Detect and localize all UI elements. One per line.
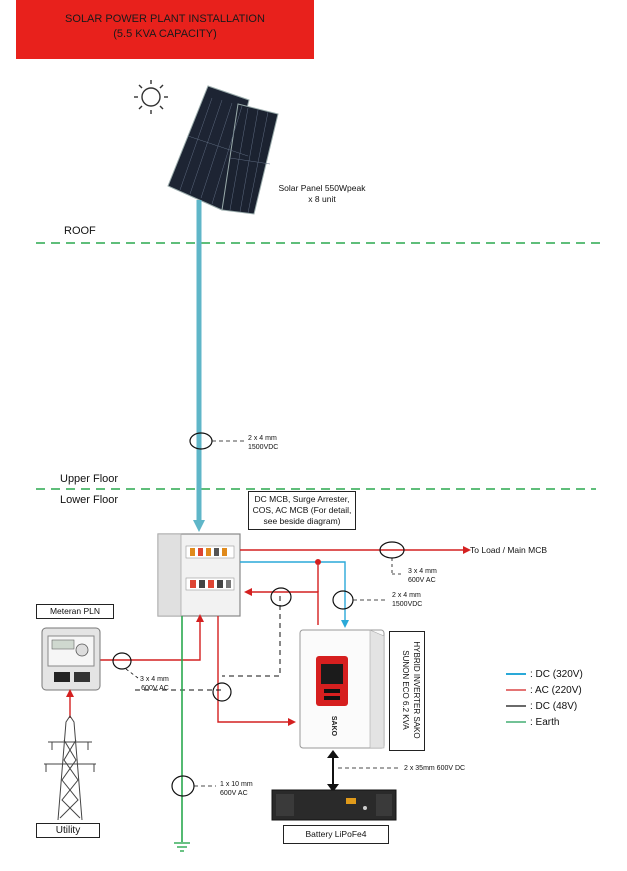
to-load-label: To Load / Main MCB — [470, 545, 548, 555]
dc-pv-cable-label: 2 x 4 mm 1500VDC — [248, 434, 278, 452]
dc-pv-arrow — [193, 520, 205, 532]
legend-item-earth: : Earth — [530, 717, 560, 728]
load-cable-rating: 600V AC — [408, 577, 436, 584]
pln-cable-rating: 600V AC — [141, 685, 169, 692]
load-cable-size: 3 x 4 mm — [408, 568, 437, 575]
dc-inverter-cable-rating: 1500VDC — [392, 601, 423, 608]
solar-panel-count: x 8 unit — [308, 194, 336, 204]
earth-cable-label: 1 x 10 mm 600V AC — [220, 780, 253, 798]
meter-label: Meteran PLN — [36, 604, 114, 619]
legend-item-dc48: : DC (48V) — [530, 701, 578, 712]
combiner-box-icon — [157, 533, 241, 617]
legend: : DC (320V) : AC (220V) : DC (48V) : Ear… — [530, 667, 583, 731]
pln-cable-label: 3 x 4 mm 600V AC — [140, 675, 169, 693]
solar-panel-rating: Solar Panel 550Wpeak — [278, 183, 366, 193]
load-cable-label: 3 x 4 mm 600V AC — [408, 567, 437, 585]
inverter-model-line2: SUNON ECO 6.2 KVA — [401, 650, 410, 730]
dc-pv-cable-size: 2 x 4 mm — [248, 435, 277, 442]
title-line-1: SOLAR POWER PLANT INSTALLATION — [65, 13, 265, 25]
battery-label: Battery LiPoFe4 — [283, 825, 389, 844]
roof-label: ROOF — [64, 225, 96, 237]
dc-inverter-cable-size: 2 x 4 mm — [392, 592, 421, 599]
inverter-model-line1: HYBRID INVERTER SAKO — [412, 641, 421, 739]
inverter-brand: SAKO — [330, 716, 337, 737]
battery-icon — [271, 789, 397, 821]
inverter-label-box: HYBRID INVERTER SAKO SUNON ECO 6.2 KVA — [389, 631, 425, 751]
solar-panel-label: Solar Panel 550Wpeak x 8 unit — [262, 183, 382, 205]
title-line-2: (5.5 KVA CAPACITY) — [113, 28, 217, 40]
battery-cable-label: 2 x 35mm 600V DC — [404, 765, 466, 772]
electric-meter-icon — [41, 627, 101, 691]
ground-icon — [174, 842, 190, 852]
dc-pv-cable-rating: 1500VDC — [248, 444, 279, 451]
legend-swatches — [506, 673, 526, 723]
utility-label: Utility — [36, 823, 100, 838]
inverter-label-text: HYBRID INVERTER SAKO SUNON ECO 6.2 KVA — [400, 632, 422, 748]
dc-inverter-cable-label: 2 x 4 mm 1500VDC — [392, 591, 422, 609]
utility-tower-icon — [44, 715, 96, 821]
lower-floor-label: Lower Floor — [60, 494, 119, 506]
combiner-box-label: DC MCB, Surge Arrester, COS, AC MCB (For… — [248, 491, 356, 530]
legend-item-dc320: : DC (320V) — [530, 669, 583, 680]
earth-cable-size: 1 x 10 mm — [220, 781, 253, 788]
inverter-icon — [299, 629, 385, 749]
title-banner: SOLAR POWER PLANT INSTALLATION (5.5 KVA … — [16, 0, 314, 59]
legend-item-ac220: : AC (220V) — [530, 685, 582, 696]
earth-cable-rating: 600V AC — [220, 790, 248, 797]
upper-floor-label: Upper Floor — [60, 473, 119, 485]
sun-icon — [134, 80, 168, 114]
solar-panel-icon — [167, 85, 279, 215]
pln-cable-size: 3 x 4 mm — [140, 676, 169, 683]
